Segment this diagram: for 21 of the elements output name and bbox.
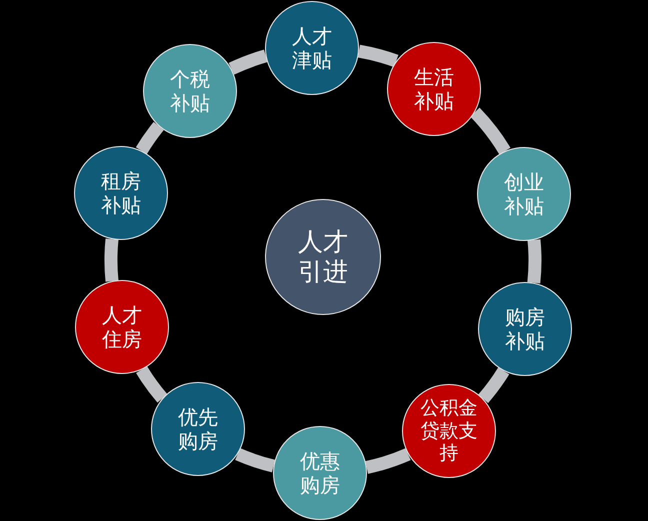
node-label: 个税补贴 (169, 67, 211, 115)
node-label: 优先购房 (177, 405, 219, 453)
node-label: 公积金贷款支持 (420, 396, 478, 466)
node-label: 人才引进 (297, 227, 349, 287)
ring-segment (228, 50, 268, 75)
node-label: 优惠购房 (299, 449, 341, 497)
ring-segment (104, 238, 118, 282)
ring-segment (365, 448, 411, 474)
ring-segment (527, 239, 542, 284)
ring-segment (358, 44, 398, 68)
node-label: 生活补贴 (413, 65, 455, 113)
node-label: 人才住房 (101, 303, 143, 351)
ring-segment (478, 367, 510, 403)
ring-segment (470, 108, 510, 155)
node-label: 租房补贴 (100, 169, 142, 217)
node-label: 创业补贴 (503, 170, 545, 218)
node-label: 购房补贴 (504, 305, 546, 353)
ring-segment (136, 122, 164, 154)
node-label: 人才津贴 (291, 24, 333, 72)
ring-segment (235, 448, 276, 472)
ring-segment (136, 366, 168, 403)
